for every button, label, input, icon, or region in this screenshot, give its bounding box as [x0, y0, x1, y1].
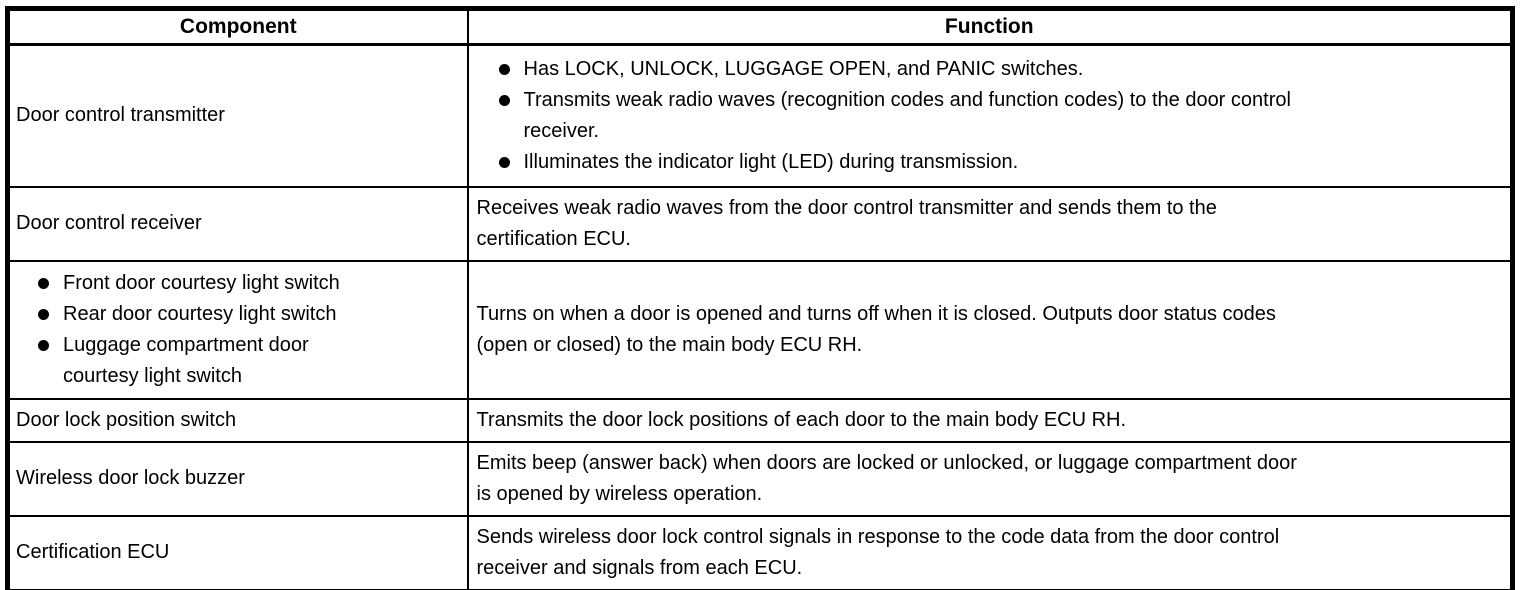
component-label: Door control transmitter [16, 104, 225, 127]
component-text-line: courtesy light switch [63, 364, 242, 387]
component-cell: Wireless door lock buzzer [6, 440, 469, 517]
bullet-icon [38, 308, 49, 320]
component-cell: Door control receiver [6, 185, 469, 262]
bullet-item: Illuminates the indicator light (LED) du… [477, 147, 1503, 178]
component-label: Wireless door lock buzzer [16, 467, 245, 489]
component-text-line: Luggage compartment door [63, 333, 309, 356]
bullet-item: Transmits weak radio waves (recognition … [477, 85, 1503, 147]
table-header-row: Component Function [6, 7, 1514, 46]
function-cell: Receives weak radio waves from the door … [466, 185, 1514, 262]
function-text-line: Receives weak radio waves from the door … [476, 196, 1217, 219]
row-wireless-door-lock-buzzer: Wireless door lock buzzer Emits beep (an… [6, 440, 1514, 517]
function-cell: Transmits the door lock positions of eac… [466, 397, 1514, 443]
bullet-icon [498, 156, 510, 168]
function-text-line: (open or closed) to the main body ECU RH… [476, 333, 863, 356]
function-cell: Turns on when a door is opened and turns… [466, 259, 1514, 400]
bullet-item: Rear door courtesy light switch [16, 299, 461, 330]
function-text-line: Sends wireless door lock control signals… [476, 525, 1280, 548]
function-text-line: Turns on when a door is opened and turns… [476, 302, 1276, 325]
component-text-line: Front door courtesy light switch [63, 271, 340, 294]
function-text-line: is opened by wireless operation. [476, 482, 763, 505]
function-text-line: Transmits the door lock positions of eac… [476, 408, 1127, 431]
function-cell: Has LOCK, UNLOCK, LUGGAGE OPEN, and PANI… [466, 43, 1514, 188]
bullet-item: Luggage compartment door courtesy light … [16, 330, 461, 392]
row-door-control-transmitter: Door control transmitter Has LOCK, UNLOC… [6, 43, 1514, 188]
component-label: Door lock position switch [16, 408, 237, 431]
function-text-line: receiver. [523, 119, 600, 142]
function-cell: Sends wireless door lock control signals… [466, 514, 1514, 590]
bullet-icon [498, 94, 510, 106]
function-text-line: Illuminates the indicator light (LED) du… [523, 150, 1019, 173]
bullet-item: Front door courtesy light switch [16, 268, 461, 299]
row-certification-ecu: Certification ECU Sends wireless door lo… [6, 514, 1514, 590]
row-door-lock-position-switch: Door lock position switch Transmits the … [6, 397, 1514, 443]
column-header-function: Function [466, 7, 1514, 46]
row-courtesy-light-switches: Front door courtesy light switch Rear do… [6, 259, 1514, 400]
row-door-control-receiver: Door control receiver Receives weak radi… [6, 185, 1514, 262]
function-text-line: Has LOCK, UNLOCK, LUGGAGE OPEN, and PANI… [523, 57, 1084, 80]
function-text-line: certification ECU. [476, 227, 632, 250]
component-text-line: Rear door courtesy light switch [63, 302, 337, 325]
component-cell: Front door courtesy light switch Rear do… [6, 259, 469, 400]
function-text-line: Transmits weak radio waves (recognition … [523, 88, 1291, 111]
column-header-component: Component [6, 7, 469, 46]
bullet-item: Has LOCK, UNLOCK, LUGGAGE OPEN, and PANI… [477, 54, 1503, 85]
function-text-line: receiver and signals from each ECU. [476, 556, 803, 579]
function-cell: Emits beep (answer back) when doors are … [466, 440, 1514, 517]
function-text-line: Emits beep (answer back) when doors are … [476, 451, 1297, 474]
component-label: Certification ECU [16, 541, 170, 563]
component-label: Door control receiver [16, 212, 202, 234]
component-cell: Door lock position switch [6, 397, 469, 443]
component-cell: Door control transmitter [6, 43, 469, 188]
bullet-icon [498, 63, 510, 75]
bullet-icon [38, 339, 49, 351]
component-cell: Certification ECU [6, 514, 469, 590]
bullet-icon [38, 277, 49, 289]
component-function-table: Component Function Door control transmit… [5, 6, 1515, 590]
